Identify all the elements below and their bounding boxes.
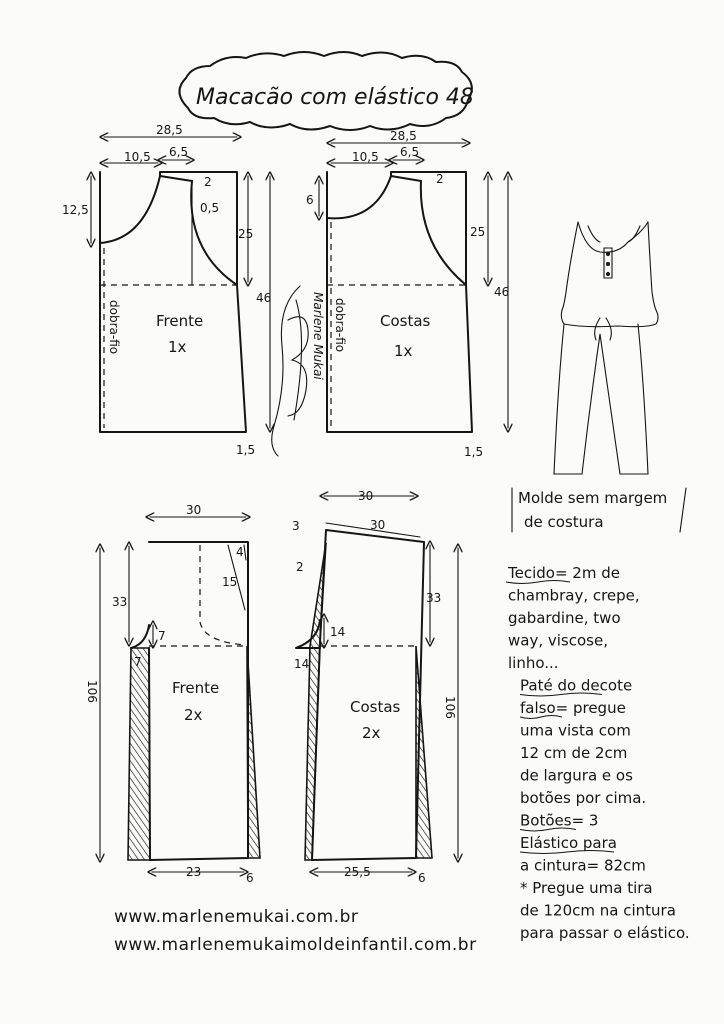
- notes-line: 12 cm de 2cm: [520, 744, 627, 762]
- bodice-back-length: 46: [494, 285, 509, 299]
- signature-text: Marlene Mukai: [311, 292, 325, 380]
- trousers-front-hem: 23: [186, 865, 201, 879]
- notes-underline: [519, 692, 603, 697]
- trousers-back-side-taper: 6: [418, 871, 426, 885]
- bodice-back: Costas 1x dobra-fio 28,5 10,5 6,5 2 6 25…: [306, 129, 509, 459]
- trousers-front-qty: 2x: [184, 706, 203, 724]
- notes-heading-2: de costura: [524, 513, 604, 531]
- trousers-front-label: Frente: [172, 679, 219, 697]
- trousers-front-rise: 33: [112, 595, 127, 609]
- trousers-back-top-width: 30: [358, 489, 373, 503]
- notes-heading-1: Molde sem margem: [518, 489, 667, 507]
- notes-block: Molde sem margem de costura Tecido= 2m d…: [505, 487, 690, 942]
- trousers-back-rise: 33: [426, 591, 441, 605]
- title-cloud: Macacão com elástico 48: [178, 51, 474, 131]
- trousers-front-dart-top: 4: [236, 545, 244, 559]
- notes-underline: [505, 579, 571, 585]
- trousers-front: Frente 2x 30 4 15 33 7 7 106 23 6: [85, 503, 261, 885]
- notes-line: chambray, crepe,: [508, 587, 640, 605]
- trousers-front-crotch: 7: [158, 629, 166, 643]
- bodice-front-fold: dobra-fio: [107, 300, 121, 354]
- trousers-back-label: Costas: [350, 698, 401, 716]
- signature: Marlene Mukai: [271, 285, 325, 457]
- notes-line: linho...: [508, 654, 559, 672]
- notes-line: a cintura= 82cm: [520, 857, 646, 875]
- bodice-back-armhole-depth: 25: [470, 225, 485, 239]
- notes-line: de largura e os: [520, 767, 633, 785]
- bodice-back-hem: 1,5: [464, 445, 483, 459]
- trousers-back: Costas 2x 30 30 3 2 33 14 14 106 25,5 6: [292, 489, 458, 885]
- url-main[interactable]: www.marlenemukai.com.br: [114, 907, 358, 927]
- trousers-front-side-taper: 6: [246, 871, 254, 885]
- notes-line: Paté do decote: [520, 677, 632, 695]
- bodice-front-neck-depth: 12,5: [62, 203, 89, 217]
- notes-line: uma vista com: [520, 722, 631, 740]
- bodice-back-shoulder: 6,5: [400, 145, 419, 159]
- trousers-front-length: 106: [85, 680, 99, 703]
- notes-line: Tecido= 2m de: [507, 564, 620, 582]
- trousers-back-crotch: 14: [330, 625, 345, 639]
- bodice-back-fold: dobra-fio: [333, 298, 347, 352]
- trousers-back-qty: 2x: [362, 724, 381, 742]
- bodice-front-armhole-depth: 25: [238, 227, 253, 241]
- notes-underline: [519, 714, 563, 720]
- notes-line: falso= pregue: [520, 699, 626, 717]
- bodice-front-hem: 1,5: [236, 443, 255, 457]
- notes-line: botões por cima.: [520, 789, 646, 807]
- notes-line: Botões= 3: [520, 812, 598, 830]
- bodice-front-shoulder-drop: 2: [204, 175, 212, 189]
- bodice-front-label: Frente: [156, 312, 203, 330]
- trousers-back-hem: 25,5: [344, 865, 371, 879]
- jumpsuit-illustration: [553, 221, 659, 475]
- notes-line: Elástico para: [520, 834, 617, 852]
- notes-underline: [519, 849, 615, 855]
- bodice-back-shoulder-drop: 2: [436, 172, 444, 186]
- bodice-front-shoulder: 6,5: [169, 145, 188, 159]
- notes-line: * Pregue uma tira: [520, 879, 653, 897]
- bodice-back-width: 28,5: [390, 129, 417, 143]
- bodice-back-label: Costas: [380, 312, 431, 330]
- notes-lines: Tecido= 2m de chambray, crepe, gabardine, …: [505, 564, 690, 942]
- bodice-front-length: 46: [256, 291, 271, 305]
- notes-line: way, viscose,: [508, 632, 608, 650]
- notes-line: de 120cm na cintura: [520, 902, 676, 920]
- trousers-back-crotch-ext: 14: [294, 657, 309, 671]
- trousers-back-length: 106: [443, 696, 457, 719]
- bodice-back-neck-depth: 6: [306, 193, 314, 207]
- bodice-front-width: 28,5: [156, 123, 183, 137]
- bodice-front-armhole: 0,5: [200, 201, 219, 215]
- bodice-front: Frente 1x dobra-fio 28,5 10,5 6,5 2 12,5…: [62, 123, 271, 457]
- bodice-back-neck: 10,5: [352, 150, 379, 164]
- trousers-front-crotch-ext: 7: [134, 655, 142, 669]
- trousers-front-waist: 30: [186, 503, 201, 517]
- url-infantil[interactable]: www.marlenemukaimoldeinfantil.com.br: [114, 935, 477, 955]
- notes-underline: [519, 827, 577, 832]
- notes-line: gabardine, two: [508, 609, 621, 627]
- notes-line: para passar o elástico.: [520, 924, 690, 942]
- pattern-title: Macacão com elástico 48: [196, 85, 474, 110]
- bodice-front-neck: 10,5: [124, 150, 151, 164]
- trousers-back-side: 2: [296, 560, 304, 574]
- trousers-back-waist: 30: [370, 518, 385, 532]
- bodice-back-qty: 1x: [394, 342, 413, 360]
- bodice-front-qty: 1x: [168, 338, 187, 356]
- trousers-front-dart-len: 15: [222, 575, 237, 589]
- trousers-back-waist-rise: 3: [292, 519, 300, 533]
